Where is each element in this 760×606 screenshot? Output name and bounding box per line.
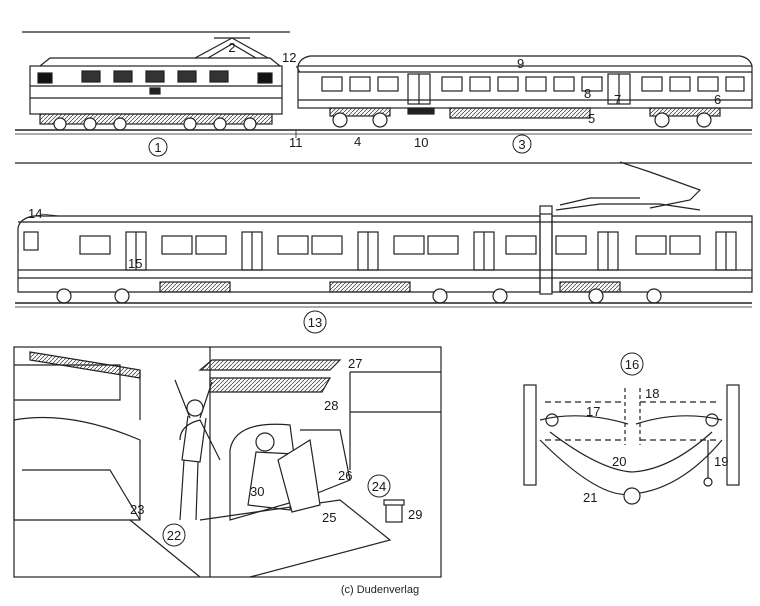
copyright-credit: (c) Dudenverlag [340, 584, 420, 596]
label-12-text: 12 [282, 50, 296, 65]
label-9-text: 9 [517, 56, 524, 71]
label-15-text: 15 [128, 256, 142, 271]
passenger-coach [297, 55, 753, 128]
label-19-text: 19 [714, 454, 728, 469]
label-1-text: 1 [154, 140, 161, 155]
label-10-text: 10 [414, 135, 428, 150]
label-3-text: 3 [518, 137, 525, 152]
label-16-text: 16 [625, 357, 639, 372]
multiple-unit-train [17, 203, 753, 304]
electric-locomotive [29, 37, 283, 131]
track-middle [15, 302, 752, 308]
label-21-text: 21 [583, 490, 597, 505]
track-top [15, 129, 752, 135]
label-7-text: 7 [614, 92, 621, 107]
coach-interior [13, 346, 442, 578]
label-2-text: 2 [228, 40, 235, 55]
circled-label-22: 22 [162, 523, 186, 547]
label-4-text: 4 [354, 134, 361, 149]
circled-label-13: 13 [303, 310, 327, 334]
label-23-text: 23 [130, 502, 144, 517]
label-17-text: 17 [586, 404, 600, 419]
label-14-text: 14 [28, 206, 42, 221]
circled-label-24: 24 [367, 474, 391, 498]
label-29-text: 29 [408, 507, 422, 522]
leader-lines [39, 65, 301, 217]
label-8-text: 8 [584, 86, 591, 101]
circled-label-3: 3 [512, 134, 532, 154]
label-25-text: 25 [322, 510, 336, 525]
catenary-wire-middle [15, 161, 752, 209]
label-18-text: 18 [645, 386, 659, 401]
label-22-text: 22 [167, 528, 181, 543]
label-28-text: 28 [324, 398, 338, 413]
coupling-detail [523, 384, 740, 505]
label-27-text: 27 [348, 356, 362, 371]
label-24-text: 24 [372, 479, 386, 494]
label-30-text: 30 [250, 484, 264, 499]
label-20-text: 20 [612, 454, 626, 469]
label-6-text: 6 [714, 92, 721, 107]
circled-label-1: 1 [148, 137, 168, 157]
label-11-text: 11 [289, 135, 303, 150]
label-13-text: 13 [308, 315, 322, 330]
label-26-text: 26 [338, 468, 352, 483]
circled-label-16: 16 [620, 352, 644, 376]
label-5-text: 5 [588, 111, 595, 126]
